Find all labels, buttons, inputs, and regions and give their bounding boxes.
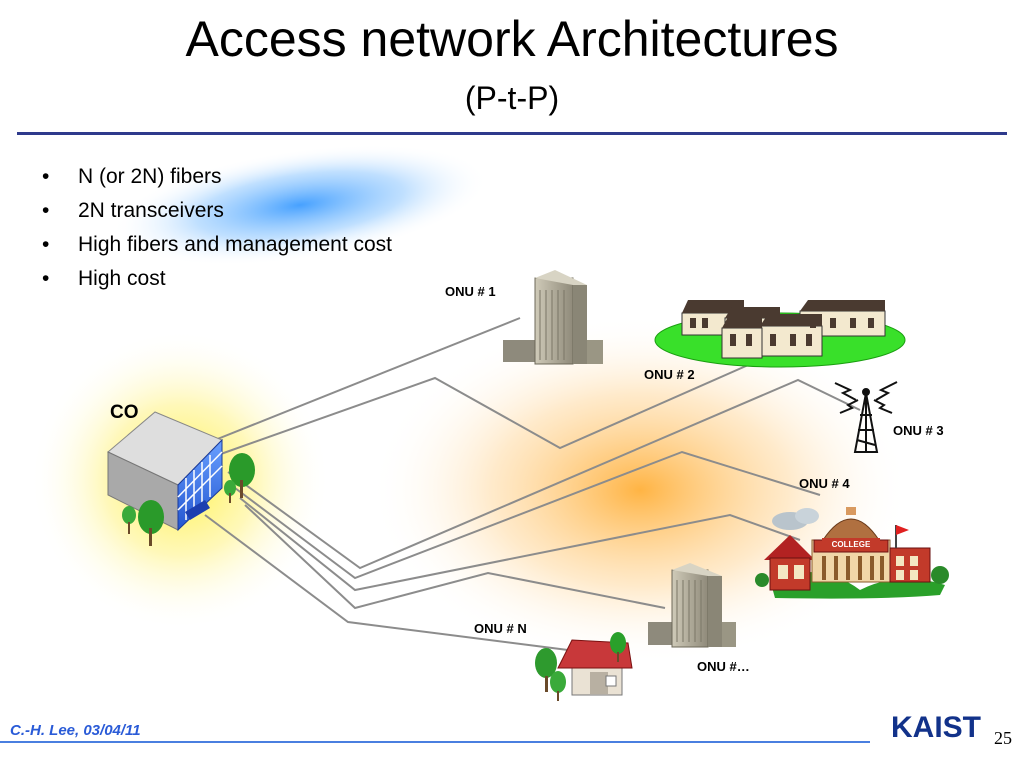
onu1-label: ONU # 1 xyxy=(445,284,496,299)
footer-line xyxy=(0,741,870,743)
fiber-lines xyxy=(204,317,861,651)
slide-title: Access network Architectures xyxy=(185,11,839,67)
fiber-line-onun xyxy=(204,514,569,651)
bullet-item: High cost xyxy=(40,262,392,296)
office-building-onu1 xyxy=(503,270,603,365)
bullet-item: N (or 2N) fibers xyxy=(40,160,392,194)
fiber-line-onu3 xyxy=(227,378,861,570)
college-campus xyxy=(755,507,949,599)
college-right-building xyxy=(889,525,931,583)
houses-onu2 xyxy=(654,300,906,368)
bullet-item: High fibers and management cost xyxy=(40,228,392,262)
college-trees xyxy=(755,566,949,587)
fiber-line-onu-more xyxy=(244,504,666,610)
onu-more-label: ONU #… xyxy=(697,659,750,674)
office-building-onu-more xyxy=(648,563,736,648)
antenna-tower-onu3 xyxy=(834,381,898,453)
fiber-line-onu1 xyxy=(214,317,521,441)
onu4-label: ONU # 4 xyxy=(799,476,850,491)
onu3-label: ONU # 3 xyxy=(893,423,944,438)
college-left-building xyxy=(764,535,815,591)
co-label: CO xyxy=(110,402,139,423)
onu2-label: ONU # 2 xyxy=(644,367,695,382)
title-rule xyxy=(17,132,1007,135)
house-onun xyxy=(535,632,633,701)
bullet-item: 2N transceivers xyxy=(40,194,392,228)
page-number: 25 xyxy=(994,728,1012,748)
kaist-logo: KAIST xyxy=(880,711,992,745)
co-trees xyxy=(122,453,255,546)
fiber-line-onu2 xyxy=(217,361,756,456)
kaist-logo-text: KAIST xyxy=(891,711,981,744)
slide-subtitle: (P-t-P) xyxy=(464,80,560,116)
bullet-list: N (or 2N) fibers 2N transceivers High fi… xyxy=(40,160,392,296)
fiber-line-onu4 xyxy=(234,450,821,580)
onun-label: ONU # N xyxy=(474,621,527,636)
fiber-line-college xyxy=(239,497,801,592)
footer-author: C.-H. Lee, 03/04/11 xyxy=(10,722,141,739)
